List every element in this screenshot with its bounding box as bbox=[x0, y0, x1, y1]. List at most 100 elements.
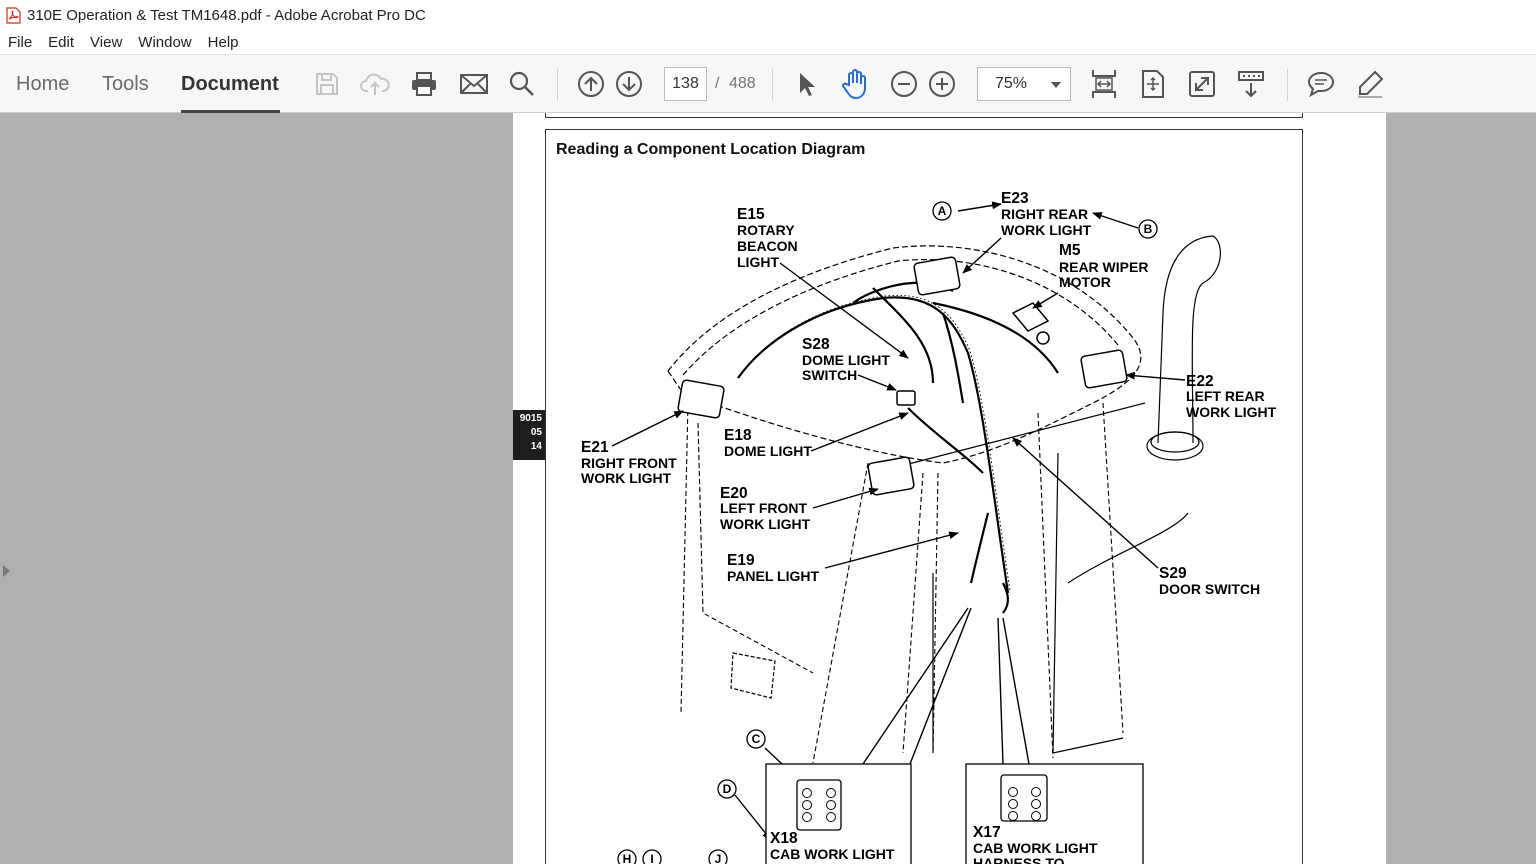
component-location-diagram: A B C D H I J E23 RIGHT REAR WORK LIGHT … bbox=[581, 190, 1277, 864]
email-icon[interactable] bbox=[458, 68, 490, 100]
diagram-title: Reading a Component Location Diagram bbox=[556, 141, 866, 158]
hand-tool-icon[interactable] bbox=[839, 68, 871, 100]
label-e22-code: E22 bbox=[1186, 373, 1214, 390]
label-e20-line2: WORK LIGHT bbox=[720, 516, 811, 532]
cab-roof-outline bbox=[667, 245, 1142, 464]
callout-i: I bbox=[650, 852, 653, 864]
section-tab-marker: 9015 05 14 bbox=[513, 410, 546, 460]
fit-page-icon[interactable] bbox=[1137, 68, 1169, 100]
label-m5-line2: MOTOR bbox=[1059, 274, 1111, 290]
label-e15-line2: BEACON bbox=[737, 238, 798, 254]
work-light-housings bbox=[677, 256, 1128, 496]
label-x17-line1: CAB WORK LIGHT bbox=[973, 840, 1098, 856]
label-s29-code: S29 bbox=[1159, 565, 1187, 582]
leader-lines bbox=[611, 201, 1186, 841]
pdf-page: 9015 05 14 Reading a Component Location … bbox=[513, 113, 1386, 864]
label-e23-line1: RIGHT REAR bbox=[1001, 206, 1088, 222]
label-s29-line1: DOOR SWITCH bbox=[1159, 581, 1260, 597]
label-x18-line1: CAB WORK LIGHT bbox=[770, 846, 895, 862]
label-e15-line3: LIGHT bbox=[737, 254, 779, 270]
select-cursor-icon[interactable] bbox=[790, 68, 822, 100]
callout-d: D bbox=[723, 782, 732, 796]
callout-b: B bbox=[1144, 222, 1153, 236]
menu-view[interactable]: View bbox=[90, 33, 123, 51]
section-tab-line: 14 bbox=[530, 441, 542, 452]
pdf-file-icon bbox=[6, 6, 21, 24]
label-s28-code: S28 bbox=[802, 336, 830, 353]
page-separator: / bbox=[715, 75, 720, 92]
label-e22-line1: LEFT REAR bbox=[1186, 388, 1265, 404]
chevron-down-icon bbox=[1051, 82, 1061, 88]
window-title: 310E Operation & Test TM1648.pdf - Adobe… bbox=[27, 6, 426, 24]
label-s28-line1: DOME LIGHT bbox=[802, 352, 890, 368]
zoom-level-dropdown[interactable]: 75% bbox=[977, 67, 1071, 101]
label-e18-code: E18 bbox=[724, 427, 752, 444]
section-tab-line: 05 bbox=[530, 427, 542, 438]
save-icon[interactable] bbox=[311, 68, 343, 100]
active-tab-indicator bbox=[181, 110, 280, 113]
label-e19-code: E19 bbox=[727, 552, 755, 569]
label-s28-line2: SWITCH bbox=[802, 367, 857, 383]
callout-circles bbox=[617, 201, 1158, 864]
document-viewer[interactable]: 9015 05 14 Reading a Component Location … bbox=[0, 113, 1536, 864]
menu-window[interactable]: Window bbox=[138, 33, 192, 51]
diagram-frame bbox=[545, 129, 1303, 864]
connector-detail-boxes bbox=[765, 763, 1144, 864]
menu-edit[interactable]: Edit bbox=[48, 33, 75, 51]
cab-side-panels bbox=[730, 402, 1189, 754]
label-e22-line2: WORK LIGHT bbox=[1186, 404, 1277, 420]
label-x17-line2: HARNESS TO bbox=[973, 855, 1065, 864]
label-e21-line1: RIGHT FRONT bbox=[581, 455, 677, 471]
tab-home[interactable]: Home bbox=[16, 73, 70, 95]
print-icon[interactable] bbox=[408, 68, 440, 100]
full-screen-icon[interactable] bbox=[1186, 68, 1218, 100]
label-m5-code: M5 bbox=[1059, 242, 1081, 259]
callout-c: C bbox=[752, 732, 761, 746]
label-e15-line1: ROTARY bbox=[737, 222, 795, 238]
previous-figure-frame bbox=[545, 113, 1303, 118]
cloud-upload-icon[interactable] bbox=[359, 68, 391, 100]
callout-j: J bbox=[715, 852, 722, 864]
previous-page-icon[interactable] bbox=[575, 68, 607, 100]
label-e18-line1: DOME LIGHT bbox=[724, 443, 812, 459]
label-x17-code: X17 bbox=[973, 824, 1001, 841]
toolbar-separator bbox=[557, 69, 558, 101]
title-bar: 310E Operation & Test TM1648.pdf - Adobe… bbox=[0, 0, 1536, 30]
toolbar-separator bbox=[1287, 69, 1288, 101]
scroll-mode-icon[interactable] bbox=[1235, 68, 1267, 100]
menu-help[interactable]: Help bbox=[207, 33, 239, 51]
next-page-icon[interactable] bbox=[613, 68, 645, 100]
harness-detail bbox=[740, 294, 1011, 592]
zoom-out-icon[interactable] bbox=[888, 68, 920, 100]
menu-bar: File Edit View Window Help bbox=[0, 30, 1536, 54]
tab-tools[interactable]: Tools bbox=[102, 73, 149, 95]
zoom-level-value: 75% bbox=[995, 75, 1028, 92]
label-e21-line2: WORK LIGHT bbox=[581, 470, 672, 486]
total-pages: 488 bbox=[729, 75, 756, 92]
toolbar-separator bbox=[772, 69, 773, 101]
label-e21-code: E21 bbox=[581, 439, 609, 456]
label-m5-line1: REAR WIPER bbox=[1059, 259, 1148, 275]
callout-a: A bbox=[938, 204, 947, 218]
highlight-pen-icon[interactable] bbox=[1354, 68, 1386, 100]
label-e20-line1: LEFT FRONT bbox=[720, 500, 808, 516]
label-e23-line2: WORK LIGHT bbox=[1001, 222, 1092, 238]
tab-document[interactable]: Document bbox=[181, 73, 279, 95]
search-icon[interactable] bbox=[506, 68, 538, 100]
label-e19-line1: PANEL LIGHT bbox=[727, 568, 819, 584]
toolbar: Home Tools Document 138 / 488 75% bbox=[0, 54, 1536, 113]
label-e20-code: E20 bbox=[720, 485, 748, 502]
label-x18-code: X18 bbox=[770, 830, 798, 847]
exhaust-stack bbox=[1146, 235, 1221, 461]
label-e23-code: E23 bbox=[1001, 190, 1029, 207]
comment-icon[interactable] bbox=[1305, 68, 1337, 100]
expand-panel-arrow-icon[interactable] bbox=[3, 565, 10, 577]
zoom-in-icon[interactable] bbox=[926, 68, 958, 100]
current-page-input[interactable]: 138 bbox=[664, 67, 707, 101]
connector-pins bbox=[802, 787, 1041, 822]
callout-h: H bbox=[623, 852, 632, 864]
fit-page-width-icon[interactable] bbox=[1088, 68, 1120, 100]
label-e15-code: E15 bbox=[737, 206, 765, 223]
menu-file[interactable]: File bbox=[8, 33, 33, 51]
cab-frame-outline bbox=[680, 402, 1124, 764]
